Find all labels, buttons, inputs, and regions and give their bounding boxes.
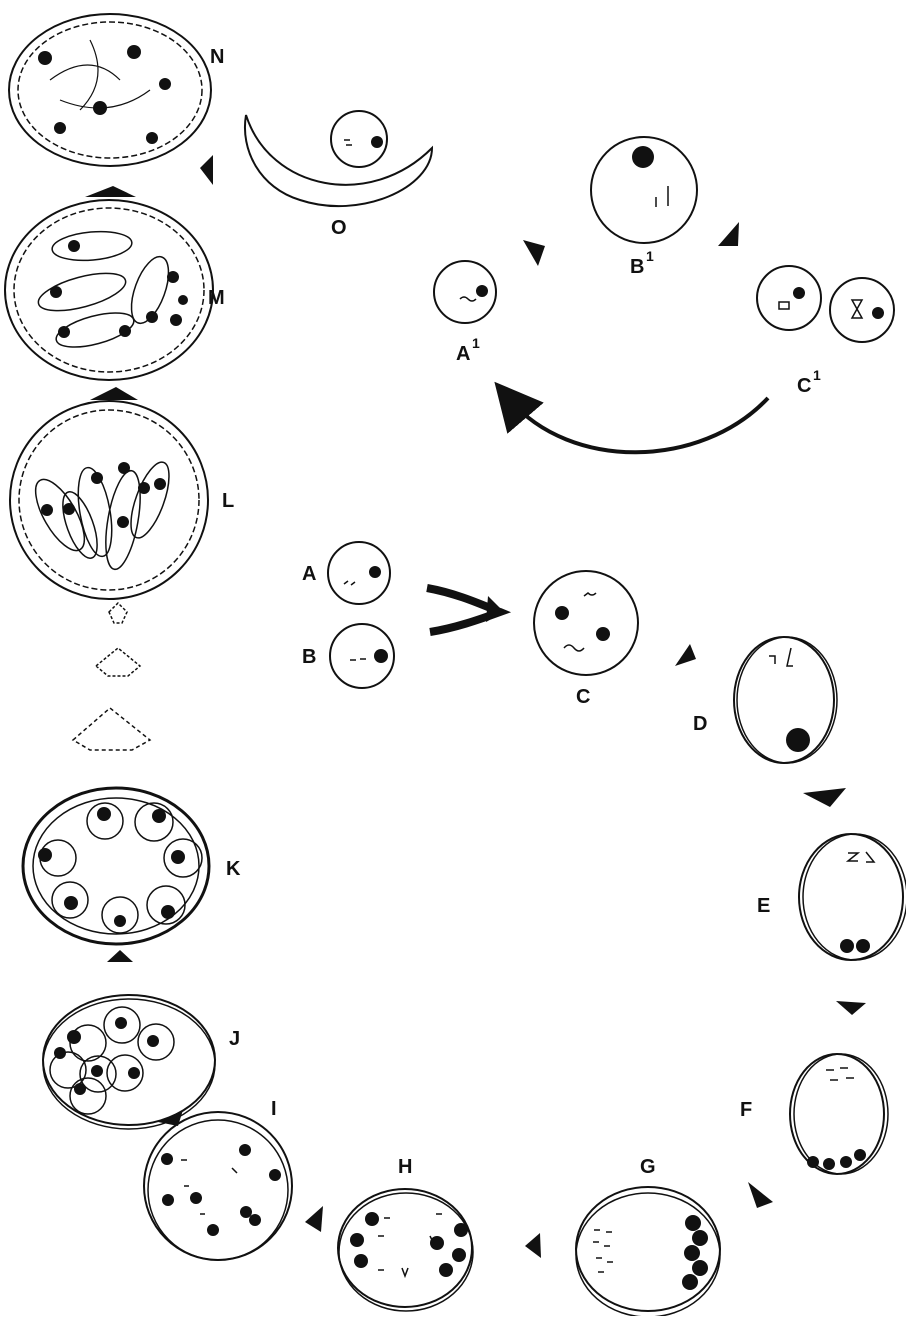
stage-b1	[591, 137, 697, 243]
stage-d	[734, 637, 837, 763]
arrow-b1-c1	[718, 222, 739, 246]
label-a1: A	[456, 343, 470, 365]
dashed-arrows	[73, 603, 150, 750]
stage-o	[245, 111, 432, 206]
arrow-e-f	[836, 1001, 866, 1015]
arrow-j-k	[107, 950, 133, 962]
stage-h	[338, 1189, 473, 1311]
label-n: N	[210, 46, 224, 68]
arrow-l-m	[90, 387, 138, 400]
stage-c1	[757, 266, 894, 342]
arrow-a1-b1	[523, 240, 545, 266]
label-b1-sup: 1	[646, 248, 654, 264]
stage-f	[790, 1054, 888, 1174]
label-m: M	[208, 287, 225, 309]
label-c1: C	[797, 375, 811, 397]
arrow-o-n	[200, 155, 213, 185]
label-d: D	[693, 713, 707, 735]
label-g: G	[640, 1156, 656, 1178]
label-c: C	[576, 686, 590, 708]
label-h: H	[398, 1156, 412, 1178]
stage-k	[23, 788, 209, 944]
stage-l	[10, 401, 208, 599]
stage-b	[330, 624, 394, 688]
label-e: E	[757, 895, 770, 917]
label-b1: B	[630, 256, 644, 278]
fusion-arrow	[427, 588, 504, 632]
label-o: O	[331, 217, 347, 239]
arrow-h-i	[305, 1206, 323, 1232]
arrow-d-e	[803, 788, 846, 807]
stage-m	[5, 200, 213, 380]
stage-c	[534, 571, 638, 675]
label-i: I	[271, 1098, 277, 1120]
stage-a1	[434, 261, 496, 323]
label-b: B	[302, 646, 316, 668]
label-a: A	[302, 563, 316, 585]
arrow-c1-a1	[510, 398, 768, 452]
arrow-m-n	[85, 186, 136, 197]
stage-a	[328, 542, 390, 604]
label-f: F	[740, 1099, 752, 1121]
arrow-g-h	[525, 1233, 541, 1258]
stage-g	[576, 1187, 720, 1316]
arrow-f-g	[748, 1182, 773, 1208]
label-k: K	[226, 858, 241, 880]
stage-i	[144, 1112, 292, 1260]
stage-e	[799, 834, 906, 960]
stage-n	[9, 14, 211, 166]
label-c1-sup: 1	[813, 367, 821, 383]
arrow-c-d	[675, 644, 696, 666]
stage-j	[43, 995, 215, 1129]
label-l: L	[222, 490, 234, 512]
label-a1-sup: 1	[472, 335, 480, 351]
label-j: J	[229, 1028, 240, 1050]
